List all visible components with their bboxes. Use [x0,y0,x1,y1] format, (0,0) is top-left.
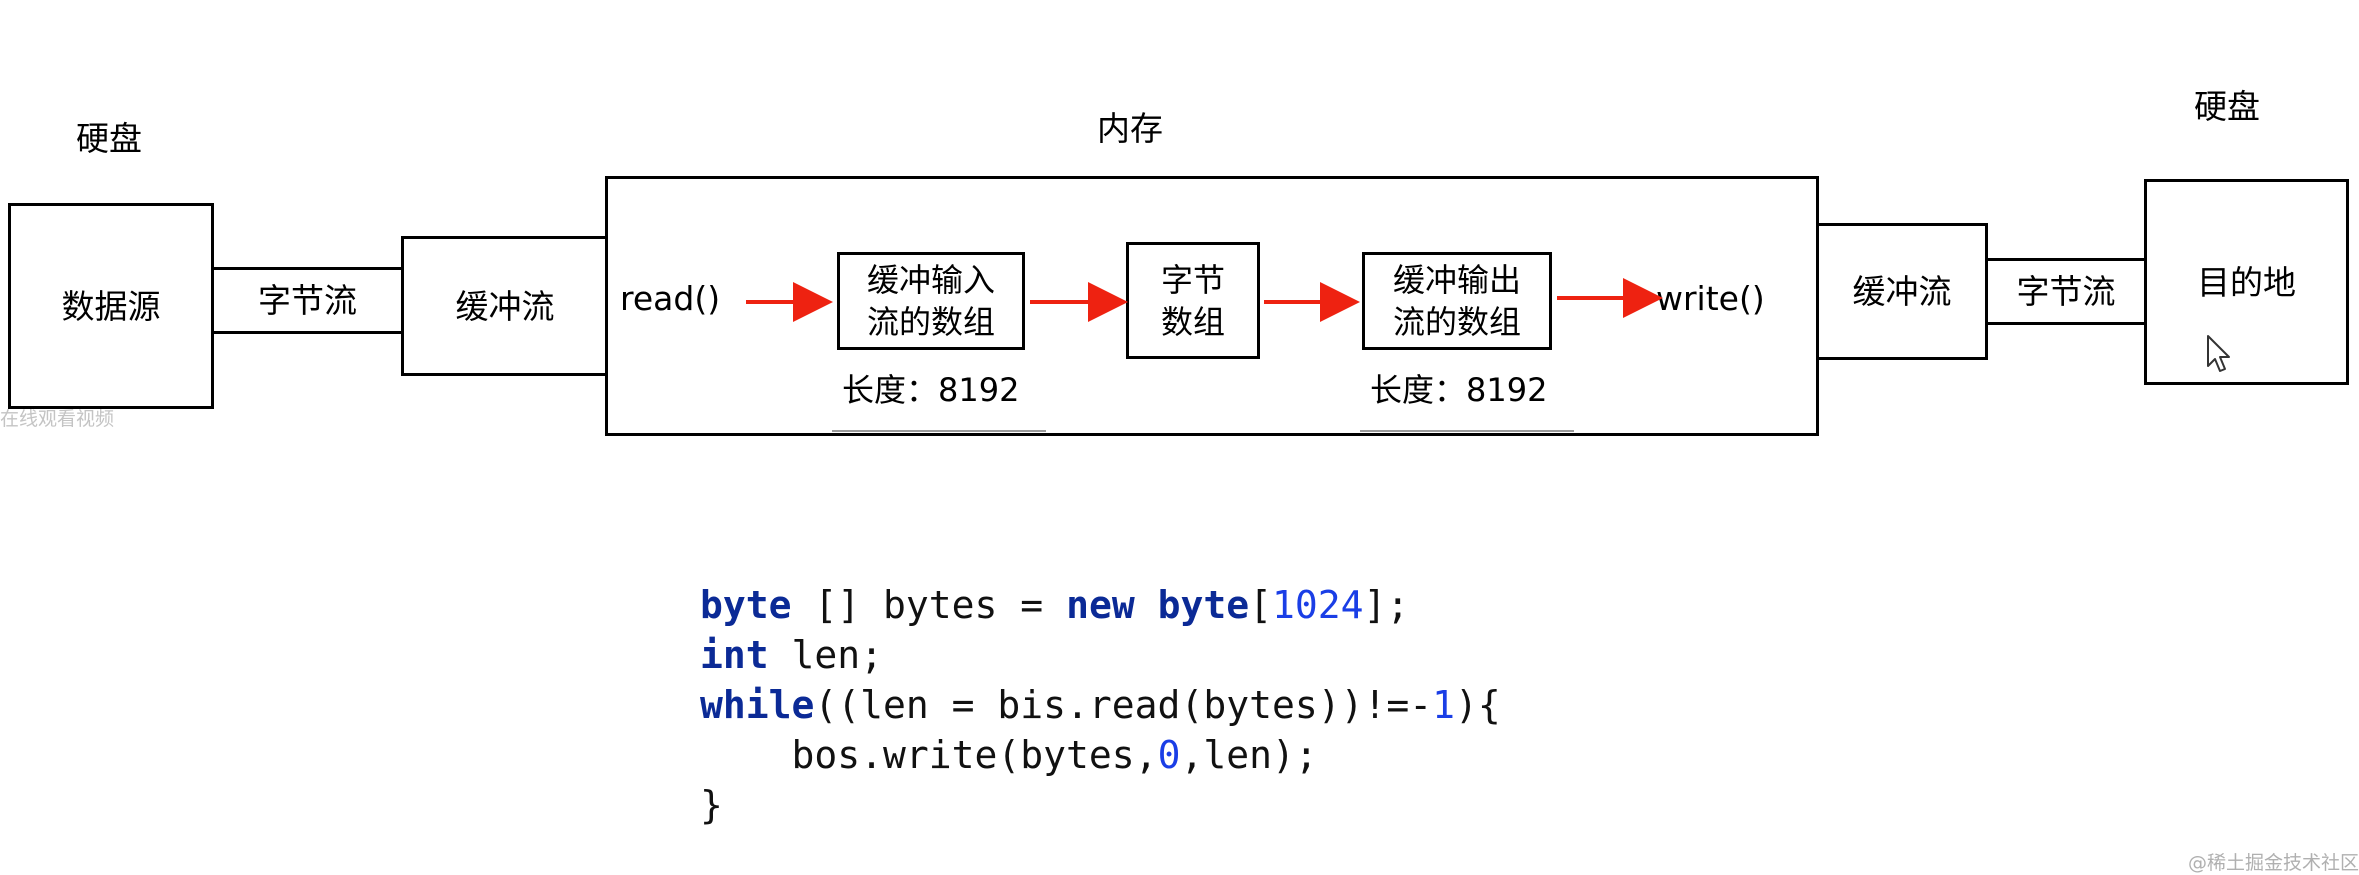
code-text: ){ [1455,683,1501,727]
code-text: } [700,783,723,827]
code-line-5: } [700,780,1501,830]
buffer-stream-left-label: 缓冲流 [455,286,555,326]
input-buffer-array-line2: 流的数组 [866,303,995,341]
code-line-3: while((len = bis.read(bytes))!=-1){ [700,680,1501,730]
destination-box: 目的地 [2144,179,2349,385]
output-buffer-array-box: 缓冲输出 流的数组 [1362,252,1552,350]
byte-array-line2: 数组 [1160,302,1225,341]
write-call-label: write() [1656,279,1765,318]
code-line-1: byte [] bytes = new byte[1024]; [700,580,1501,630]
code-text: ]; [1363,583,1410,627]
code-keyword: byte [700,583,792,627]
read-call-label: read() [620,279,721,318]
byte-stream-left-box: 字节流 [211,267,404,334]
input-buffer-array-box: 缓冲输入 流的数组 [837,252,1025,350]
code-text: ((len = bis.read(bytes))!=- [814,683,1433,727]
buffer-stream-right-label: 缓冲流 [1852,272,1952,311]
output-length-label: 长度：8192 [1370,371,1548,409]
watermark-left: 在线观看视频 [0,408,115,430]
code-text: len; [768,633,884,677]
byte-stream-right-box: 字节流 [1985,258,2147,325]
data-source-label: 数据源 [61,286,161,326]
code-number: 1024 [1272,583,1364,627]
code-keyword: byte [1157,583,1250,627]
buffer-stream-left-box: 缓冲流 [401,236,609,376]
output-buffer-array-line2: 流的数组 [1392,303,1521,341]
code-keyword: while [700,683,815,727]
input-length-underline [832,430,1046,432]
disk-label-left: 硬盘 [76,119,142,158]
input-buffer-array-line1: 缓冲输入 [866,261,995,299]
code-text: ,len); [1180,733,1318,777]
code-text: [ [1249,583,1272,627]
code-text: bos.write(bytes, [700,733,1158,777]
buffer-stream-right-box: 缓冲流 [1816,223,1988,360]
mouse-cursor-icon [2207,335,2230,372]
disk-label-right: 硬盘 [2194,87,2260,126]
watermark-right: @稀土掘金技术社区 [2188,852,2359,874]
destination-label: 目的地 [2197,262,2296,302]
output-length-underline [1360,430,1574,432]
code-text: [] bytes = [791,583,1067,627]
byte-stream-right-label: 字节流 [2016,272,2116,311]
output-buffer-array-line1: 缓冲输出 [1392,261,1521,299]
input-length-label: 长度：8192 [842,371,1020,409]
code-number: 1 [1432,683,1455,727]
byte-stream-left-label: 字节流 [258,281,357,320]
code-line-2: int len; [700,630,1501,680]
code-snippet: byte [] bytes = new byte[1024];int len;w… [700,580,1501,830]
code-number: 0 [1157,733,1181,777]
code-keyword: new [1066,583,1135,627]
byte-array-box: 字节 数组 [1126,242,1260,359]
byte-array-line1: 字节 [1160,260,1225,299]
code-keyword: int [700,633,769,677]
code-line-4: bos.write(bytes,0,len); [700,730,1501,780]
memory-label: 内存 [1097,109,1163,148]
code-text [1135,583,1158,627]
